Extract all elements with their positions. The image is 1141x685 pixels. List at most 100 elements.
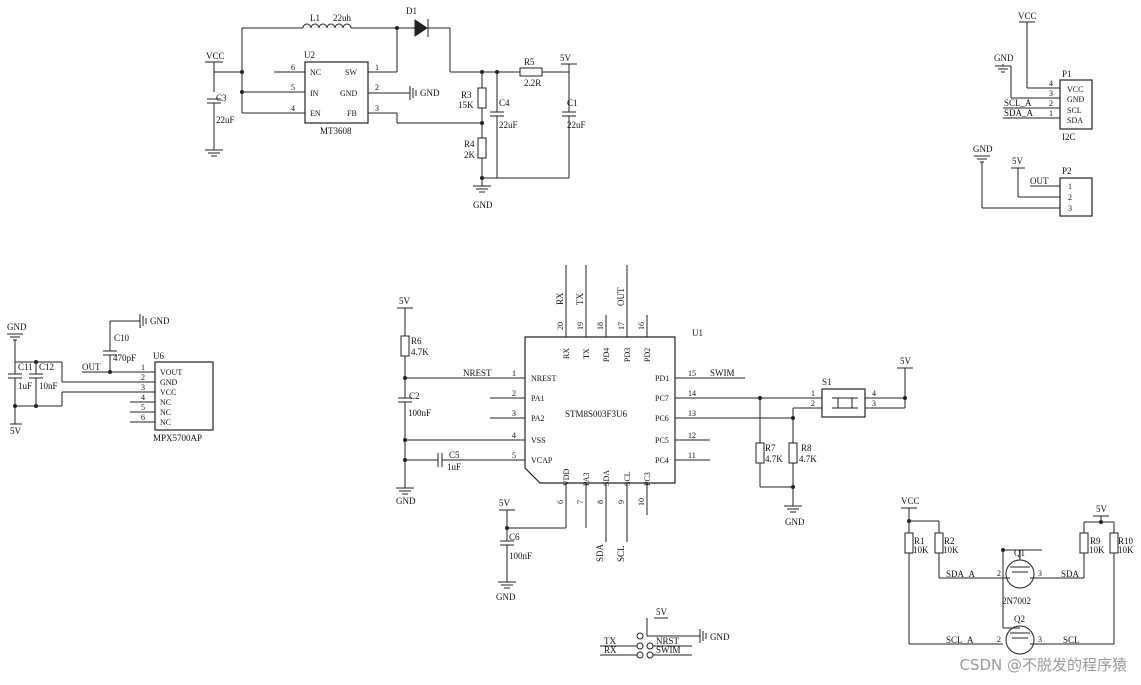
r1-ref: R1: [914, 536, 925, 546]
q1-name: 2N7002: [1002, 596, 1031, 606]
boost-converter-section: VCC C3 22uF L1 22uh D1 U2: [205, 6, 586, 210]
u1-name: STM8S003F3U6: [565, 409, 628, 419]
c5-value: 1uF: [447, 462, 461, 472]
u1-pin-pd1: PD1: [655, 374, 669, 383]
u2-gnd-label: GND: [420, 88, 440, 98]
r7-value: 4.7K: [765, 454, 783, 464]
scl-net-mcu: SCL: [616, 545, 626, 562]
p1-name: I2C: [1062, 132, 1076, 142]
p1-connector: [1059, 79, 1093, 130]
u1-pin-pd4: PD4: [602, 348, 611, 362]
u6-num-4: 4: [141, 393, 145, 402]
u1-num-4: 4: [512, 431, 516, 440]
q1-pin-2: 2: [997, 569, 1001, 578]
gnd-label-boost: GND: [473, 200, 493, 210]
ls-sda-a-net: SDA_A: [946, 569, 976, 579]
p2-connector: [1059, 177, 1093, 217]
p2-out-net: OUT: [1030, 176, 1049, 186]
r8-gnd-label: GND: [785, 517, 805, 527]
u1-pin-rx: RX: [562, 348, 571, 359]
u1-num-14: 14: [688, 389, 696, 398]
u1-pin-vcap: VCAP: [531, 456, 553, 465]
u6-name: MPX5700AP: [153, 433, 202, 443]
rx-net: RX: [555, 292, 565, 305]
u1-pin-vss: VSS: [531, 436, 546, 445]
p2-num-2: 2: [1068, 193, 1072, 202]
s1-num-1: 1: [811, 389, 815, 398]
u2-num-3: 3: [375, 104, 379, 113]
r3-value: 15K: [458, 100, 474, 110]
hdr-swim-net: SWIM: [656, 645, 681, 655]
u1-num-17: 17: [617, 322, 626, 330]
u1-num-5: 5: [512, 451, 516, 460]
u1-num-20: 20: [556, 322, 565, 330]
u2-pin-fb: FB: [347, 109, 357, 118]
c2-value: 100nF: [408, 408, 431, 418]
u1-ref: U1: [692, 328, 703, 338]
r9-value: 10K: [1089, 545, 1105, 555]
u1-num-2: 2: [512, 389, 516, 398]
u1-pin-pc7: PC7: [655, 394, 669, 403]
u1-pin-nrest: NREST: [531, 374, 556, 383]
u1-pin-vdd: VDD: [562, 468, 571, 486]
r10-resistor: [1109, 532, 1119, 554]
p1-num-2: 2: [1049, 99, 1053, 108]
r5-ref: R5: [524, 57, 535, 67]
u1-num-18: 18: [596, 322, 605, 330]
sda-net-mcu: SDA: [595, 543, 605, 562]
u6-pin-nc-5: NC: [160, 408, 171, 417]
hdr-rx-net: RX: [604, 645, 617, 655]
u6-num-6: 6: [141, 413, 145, 422]
hdr-5v-label: 5V: [656, 607, 668, 617]
r3-resistor: [477, 87, 487, 109]
p1-ref: P1: [1062, 69, 1072, 79]
u6-num-3: 3: [141, 383, 145, 392]
u2-pin-in: IN: [310, 89, 319, 98]
u1-pin-pc3: PC3: [643, 472, 652, 486]
ls-scl-net: SCL: [1063, 635, 1080, 645]
r6-ref: R6: [411, 336, 422, 346]
u1-num-3: 3: [512, 409, 516, 418]
r4-resistor: [477, 137, 487, 159]
hdr-tx-net: TX: [604, 636, 616, 646]
u6-pin-nc-4: NC: [160, 398, 171, 407]
s1-5v-label: 5V: [900, 356, 912, 366]
d1-ref: D1: [406, 6, 417, 16]
swim-net: SWIM: [710, 368, 735, 378]
u1-pin-pa3: PA3: [582, 473, 591, 487]
u2-pin-sw: SW: [345, 68, 357, 77]
r10-ref: R10: [1118, 536, 1134, 546]
p1-pin-vcc: VCC: [1067, 85, 1083, 94]
u1-num-6: 6: [556, 500, 565, 504]
l1-ref: L1: [310, 13, 320, 23]
c4-ref: C4: [499, 98, 510, 108]
ls-vcc-label: VCC: [901, 496, 920, 506]
u1-pin-pc5: PC5: [655, 436, 669, 445]
u1-num-9: 9: [617, 500, 626, 504]
r2-resistor: [934, 532, 944, 554]
u6-pin-vout: VOUT: [160, 368, 182, 377]
c3-ref: C3: [216, 93, 227, 103]
u1-pin-tx: TX: [582, 348, 591, 359]
p1-vcc-label: VCC: [1018, 11, 1037, 21]
p1-scl-net: SCL_A: [1004, 98, 1032, 108]
u2-pin-en: EN: [310, 109, 321, 118]
hdr-gnd-label: GND: [710, 632, 730, 642]
p1-num-3: 3: [1049, 89, 1053, 98]
r5-resistor: [519, 67, 543, 77]
p2-gnd-label: GND: [973, 144, 993, 154]
q2-ref: Q2: [1014, 614, 1025, 624]
mcu-section: U1 STM8S003F3U6 NREST PA1 PA2 VSS VCAP 1…: [396, 265, 913, 602]
u6-out-net: OUT: [82, 362, 101, 372]
c6-ref: C6: [509, 532, 520, 542]
u1-chip: [524, 336, 676, 484]
p1-pin-gnd: GND: [1067, 95, 1085, 104]
u2-num-4: 4: [291, 104, 295, 113]
q1-mosfet: [1005, 559, 1035, 589]
r6-resistor: [400, 335, 410, 357]
u2-name: MT3608: [320, 126, 352, 136]
mcu-gnd-label: GND: [396, 496, 416, 506]
u1-pin-pd2: PD2: [643, 348, 652, 362]
s1-switch: [821, 388, 866, 418]
